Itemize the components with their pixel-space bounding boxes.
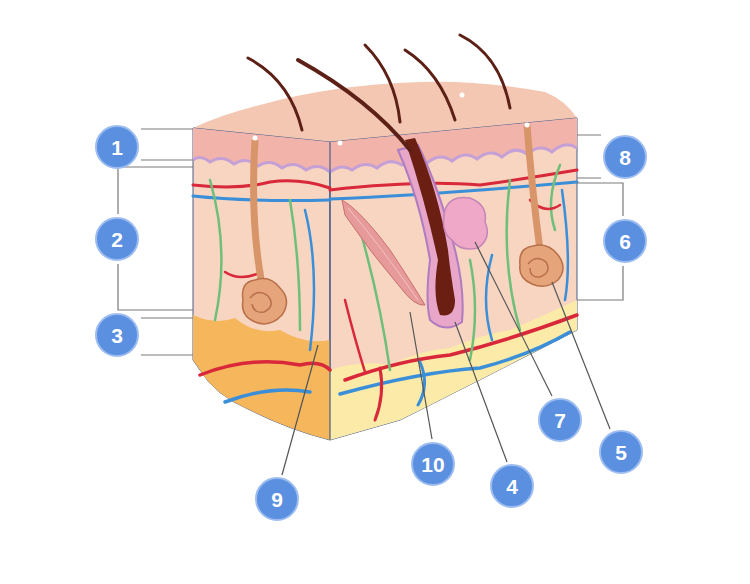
callout-number: 6 (619, 231, 631, 252)
vein (225, 390, 310, 402)
callout-circle: 7 (538, 398, 582, 442)
basement-line (193, 157, 330, 172)
pores (253, 93, 530, 146)
callout-number: 9 (271, 489, 283, 510)
pore (525, 123, 530, 128)
callout-number: 1 (111, 137, 123, 158)
sweat-gland-coil (250, 292, 271, 312)
callout-number: 7 (554, 410, 566, 431)
hair-shafts (248, 35, 510, 150)
hair-shaft (298, 60, 410, 150)
callout-number: 5 (615, 442, 627, 463)
leader-line (455, 322, 507, 462)
callout-number: 8 (619, 147, 631, 168)
callout-circle: 3 (95, 313, 139, 357)
artery (345, 300, 365, 372)
leader-line (475, 242, 552, 396)
callout-number: 10 (421, 454, 444, 475)
sweat-duct (527, 125, 540, 250)
callout-circle: 10 (411, 442, 455, 486)
artery (330, 170, 577, 190)
sweat-duct (254, 140, 262, 285)
epidermis (193, 128, 330, 172)
leader-line (410, 312, 432, 439)
callout-circle: 1 (95, 125, 139, 169)
artery (193, 181, 330, 188)
artery (375, 368, 382, 420)
pore (338, 141, 343, 146)
layer-bracket (141, 129, 193, 160)
layer-bracket (141, 318, 193, 355)
basement-line (330, 145, 577, 172)
callout-circle: 2 (95, 217, 139, 261)
dermis (330, 118, 577, 440)
hair-shaft (460, 35, 510, 108)
nerve (470, 260, 475, 360)
hair-shaft (405, 50, 455, 120)
leader-line (282, 345, 318, 475)
vein (486, 255, 492, 340)
sebaceous-gland (444, 198, 488, 250)
callout-circle: 4 (490, 464, 534, 508)
leader-lines (282, 242, 610, 475)
muscle-fiber (348, 208, 418, 300)
sweat-gland (520, 245, 563, 286)
callout-circle: 5 (599, 430, 643, 474)
epidermis (330, 118, 577, 172)
sweat-gland (243, 279, 287, 324)
nerve (210, 180, 221, 320)
brackets (118, 129, 623, 355)
callout-circle: 9 (255, 477, 299, 521)
hair-shaft (365, 45, 400, 122)
vein (562, 190, 568, 300)
nerve (290, 200, 300, 330)
nerve (551, 165, 560, 230)
vein (418, 362, 425, 405)
callout-circle: 6 (603, 219, 647, 263)
callout-number: 3 (111, 325, 123, 346)
nerve (507, 180, 520, 330)
hair-shaft (248, 58, 302, 130)
callout-circle: 8 (603, 135, 647, 179)
dermis (193, 128, 330, 440)
vein (305, 210, 314, 350)
vein (330, 182, 577, 199)
sweat-gland-coil (528, 258, 548, 277)
arrector-pili-muscle (342, 200, 425, 305)
pore (253, 136, 258, 141)
callout-number: 2 (111, 229, 123, 250)
layer-bracket (577, 135, 601, 178)
pore (460, 93, 465, 98)
callout-number: 4 (506, 476, 518, 497)
